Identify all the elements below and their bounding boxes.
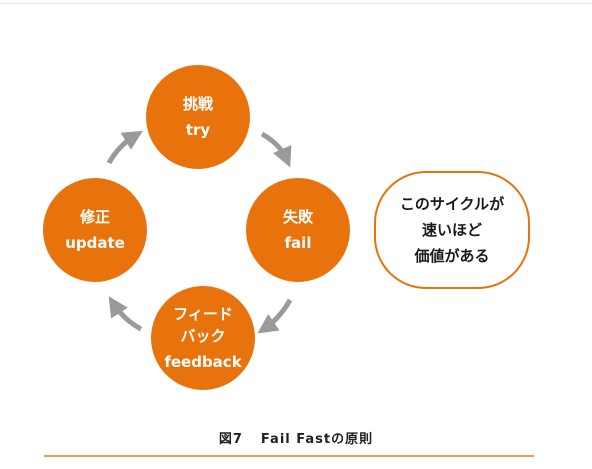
note-line1: このサイクルが xyxy=(399,195,505,213)
node-fail: 失敗 fail xyxy=(246,178,350,282)
arrow-feedback-to-update xyxy=(108,296,143,332)
node-feedback-en: feedback xyxy=(164,353,242,371)
node-update-ja: 修正 xyxy=(79,208,110,226)
node-feedback-ja-line2: バック xyxy=(180,327,226,345)
node-fail-en: fail xyxy=(284,234,312,252)
node-fail-ja: 失敗 xyxy=(282,208,313,226)
figure-title: Fail Fastの原則 xyxy=(260,432,374,447)
arrow-try-to-fail xyxy=(260,131,292,168)
figure-number: 図7 xyxy=(218,432,243,447)
node-try: 挑戦 try xyxy=(146,65,250,169)
top-divider xyxy=(0,3,592,4)
figure-caption: 図7 Fail Fastの原則 xyxy=(0,428,592,447)
bottom-divider xyxy=(44,455,534,457)
note-line3: 価値がある xyxy=(414,247,490,265)
note-bubble: このサイクルが 速いほど 価値がある xyxy=(374,171,530,289)
node-try-ja: 挑戦 xyxy=(182,95,213,113)
arrow-update-to-try xyxy=(106,130,143,165)
node-update-en: update xyxy=(65,234,125,252)
node-try-en: try xyxy=(185,121,211,139)
node-update: 修正 update xyxy=(43,178,147,282)
note-line2: 速いほど xyxy=(421,221,482,239)
node-feedback-ja-line1: フィード xyxy=(173,305,233,323)
arrow-fail-to-feedback xyxy=(257,298,293,334)
node-feedback: フィード バック feedback xyxy=(151,286,255,390)
